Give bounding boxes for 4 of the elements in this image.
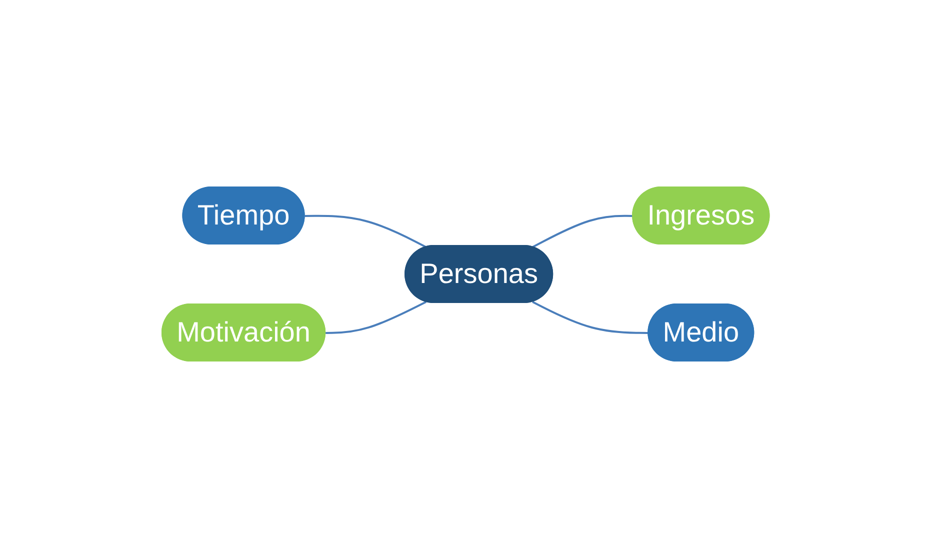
connector [532, 300, 650, 334]
connector [305, 214, 427, 248]
connector [326, 300, 427, 334]
connector [532, 214, 634, 248]
